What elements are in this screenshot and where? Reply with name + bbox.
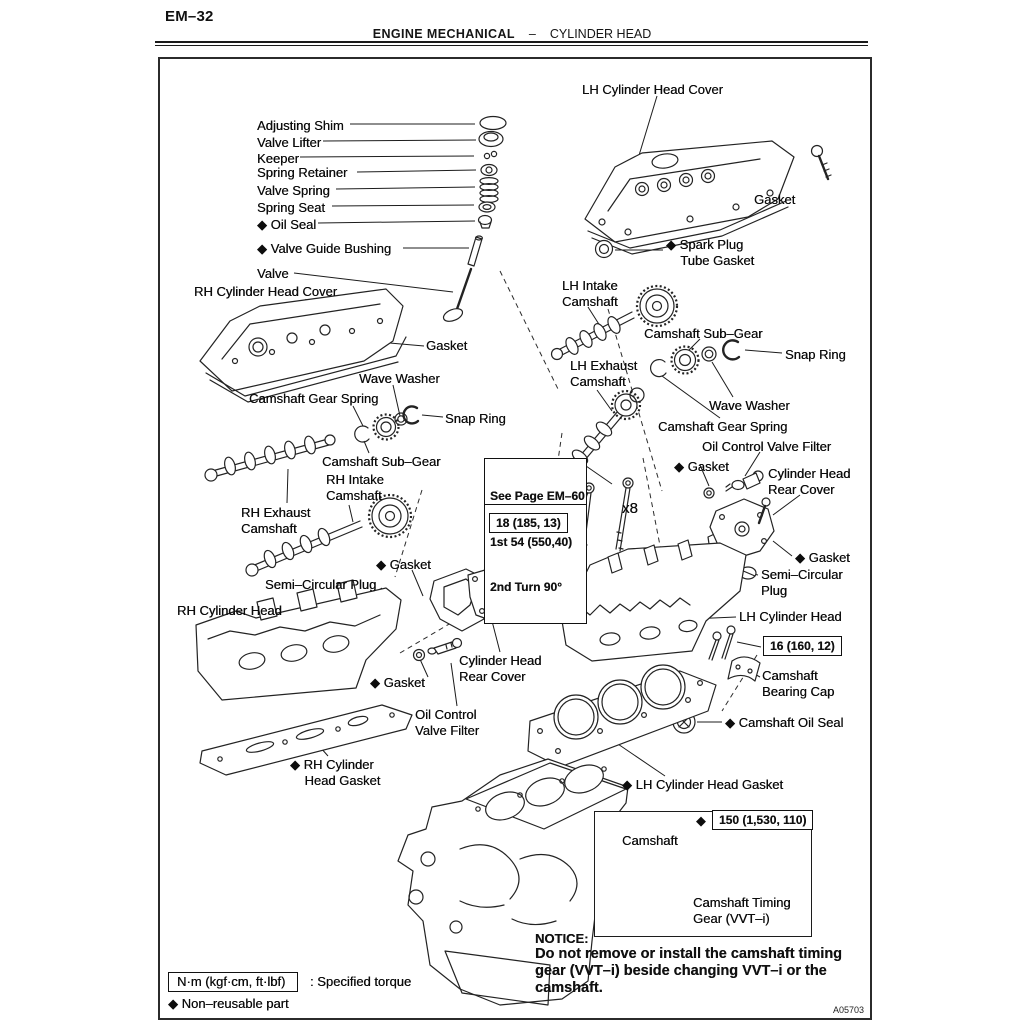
part-label-lh-cylinder-head: LH Cylinder Head	[739, 609, 842, 624]
part-label-adjusting-shim: Adjusting Shim	[257, 118, 344, 133]
rh-cylinder-head-cover-art	[199, 288, 407, 403]
part-label-valve-spring: Valve Spring	[257, 183, 330, 198]
part-label-lh-intake-camshaft: LH Intake Camshaft	[562, 278, 618, 309]
part-label-spark-plug-tube-gasket: ◆ Spark Plug Tube Gasket	[666, 237, 755, 268]
part-label-lh-cylinder-head-cover: LH Cylinder Head Cover	[582, 82, 723, 97]
part-label-camshaft-inset: Camshaft	[622, 833, 678, 848]
notice-block: NOTICE: Do not remove or install the cam…	[535, 931, 871, 997]
part-label-gasket-ocv-lh: ◆ Gasket	[674, 459, 729, 474]
rh-exhaust-camshaft-art	[204, 434, 336, 482]
torque-box-head-bolts: See Page EM–60 1st 54 (550,40) 2nd Turn …	[484, 458, 587, 624]
legend-torque-meaning: : Specified torque	[309, 974, 412, 989]
part-label-rh-camshaft-sub-gear: Camshaft Sub–Gear	[322, 454, 441, 469]
part-label-valve: Valve	[257, 266, 289, 281]
part-label-rh-cover-gasket: Gasket	[426, 338, 468, 353]
part-label-keeper: Keeper	[257, 151, 299, 166]
part-label-lh-exhaust-camshaft: LH Exhaust Camshaft	[570, 358, 638, 389]
lh-cylinder-head-art	[561, 539, 747, 662]
vvt-inset-box	[594, 811, 812, 937]
torque-box-18: 18 (185, 13)	[489, 513, 568, 533]
part-label-rh-wave-washer: Wave Washer	[359, 371, 440, 386]
figure-frame: Adjusting Shim Valve Lifter Keeper Sprin…	[158, 57, 872, 1020]
lh-gear-rings-art	[650, 339, 741, 378]
breadcrumb-subsection: CYLINDER HEAD	[549, 27, 652, 41]
valve-parts-art	[442, 115, 507, 322]
engine-block-art	[397, 758, 629, 1006]
part-label-oil-seal: ◆ Oil Seal	[257, 217, 317, 232]
rh-head-gasket-art	[199, 704, 413, 776]
legend-block: N·m (kgf·cm, ft·lbf) : Specified torque …	[168, 972, 411, 1012]
part-label-rh-intake-camshaft: RH Intake Camshaft	[326, 472, 384, 503]
part-label-spring-retainer: Spring Retainer	[257, 165, 348, 180]
part-label-gasket-ocv-rh: ◆ Gasket	[370, 675, 425, 690]
part-label-camshaft-timing-gear: Camshaft Timing Gear (VVT–i)	[693, 895, 791, 926]
torque-box-150: 150 (1,530, 110)	[712, 810, 814, 830]
part-label-gasket-rh-rear-cover: ◆ Gasket	[376, 557, 431, 572]
part-label-oil-control-valve-filter-lh: Oil Control Valve Filter	[702, 439, 832, 454]
label-bolt-count-x8: x8	[622, 500, 638, 517]
torque-step2: 2nd Turn 90°	[490, 579, 562, 594]
page-number: EM–32	[165, 8, 214, 25]
part-label-rh-camshaft-gear-spring: Camshaft Gear Spring	[249, 391, 379, 406]
breadcrumb-separator: –	[528, 27, 536, 41]
torque-box-16: 16 (160, 12)	[763, 636, 842, 656]
legend-torque-unit-box: N·m (kgf·cm, ft·lbf)	[168, 972, 299, 992]
part-label-lh-camshaft-gear-spring: Camshaft Gear Spring	[658, 419, 788, 434]
part-label-lh-snap-ring: Snap Ring	[785, 347, 846, 362]
part-label-rh-cylinder-head-cover: RH Cylinder Head Cover	[194, 284, 338, 299]
part-label-rh-snap-ring: Snap Ring	[445, 411, 506, 426]
part-label-valve-lifter: Valve Lifter	[257, 135, 322, 150]
torque-see-page: See Page EM–60	[485, 487, 586, 505]
part-label-lh-cylinder-head-gasket: ◆ LH Cylinder Head Gasket	[622, 777, 784, 792]
breadcrumb: ENGINE MECHANICAL–CYLINDER HEAD	[0, 27, 1024, 41]
part-label-lh-camshaft-sub-gear: Camshaft Sub–Gear	[644, 326, 763, 341]
notice-body: Do not remove or install the camshaft ti…	[535, 946, 842, 996]
part-label-rh-exhaust-camshaft: RH Exhaust Camshaft	[241, 505, 311, 536]
part-label-cylinder-head-rear-cover-rh: Cylinder Head Rear Cover	[459, 653, 542, 684]
rh-gear-rings-art	[354, 405, 420, 443]
breadcrumb-section: ENGINE MECHANICAL	[372, 27, 515, 41]
part-label-spring-seat: Spring Seat	[257, 200, 325, 215]
part-label-camshaft-oil-seal: ◆ Camshaft Oil Seal	[725, 715, 844, 730]
part-label-semi-circular-plug-lh: Semi–Circular Plug	[761, 567, 843, 598]
rh-intake-camshaft-art	[245, 493, 413, 577]
part-label-cylinder-head-rear-cover-lh: Cylinder Head Rear Cover	[768, 466, 851, 497]
lh-intake-camshaft-art	[550, 284, 679, 361]
part-label-semi-circular-plug-rh: Semi–Circular Plug	[265, 577, 377, 592]
part-label-gasket-lh-rear: ◆ Gasket	[795, 550, 850, 565]
lh-cylinder-head-cover-art	[584, 140, 832, 259]
part-label-valve-guide-bushing: ◆ Valve Guide Bushing	[257, 241, 392, 256]
figure-code: A05703	[832, 1005, 864, 1015]
part-label-oil-control-valve-filter-rh: Oil Control Valve Filter	[415, 707, 480, 738]
torque-step1: 1st 54 (550,40)	[490, 534, 573, 549]
part-label-lh-cover-gasket: Gasket	[754, 192, 796, 207]
part-label-camshaft-bearing-cap: Camshaft Bearing Cap	[762, 668, 835, 699]
part-label-rh-cylinder-head-gasket: ◆ RH Cylinder Head Gasket	[290, 757, 381, 788]
legend-non-reusable: ◆ Non–reusable part	[168, 996, 289, 1011]
part-label-rh-cylinder-head: RH Cylinder Head	[177, 603, 282, 618]
header-rule	[155, 41, 868, 46]
non-reusable-diamond-inset: ◆	[696, 813, 706, 828]
notice-title: NOTICE:	[535, 931, 589, 946]
rh-cylinder-head-art	[195, 579, 402, 701]
part-label-lh-wave-washer: Wave Washer	[709, 398, 790, 413]
lh-head-gasket-art	[527, 664, 717, 768]
